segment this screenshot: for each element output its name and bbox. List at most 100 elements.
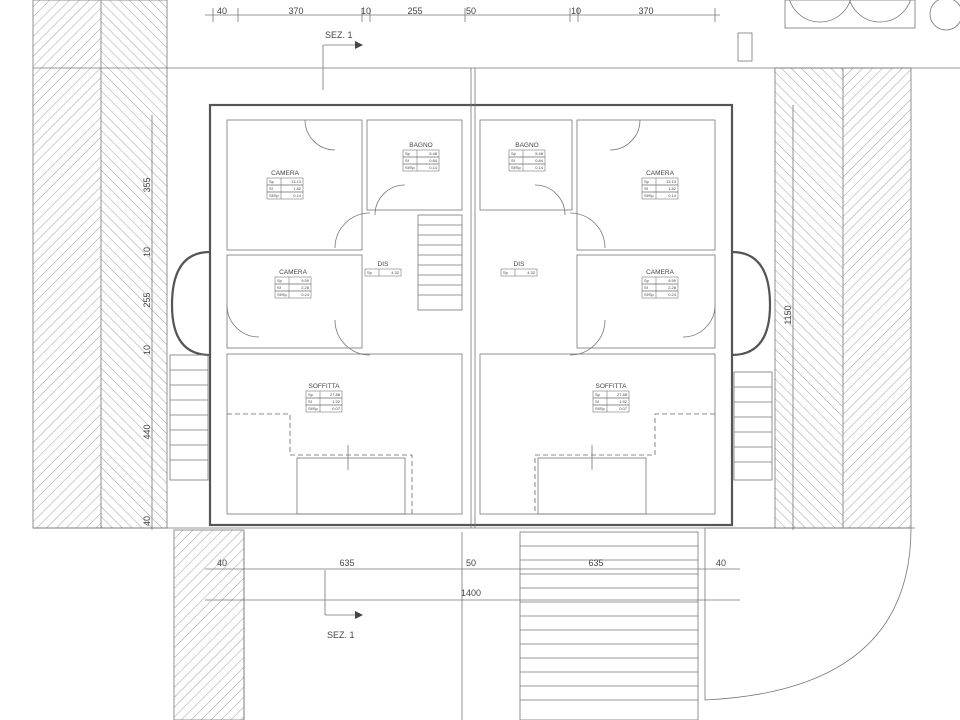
surface-key: Sp [644, 278, 650, 283]
surface-key: Sp [405, 151, 411, 156]
surface-value: 5.48 [429, 151, 438, 156]
dim-label: 635 [588, 558, 603, 568]
surface-value: 0.07 [332, 406, 341, 411]
surface-table-row [305, 404, 343, 413]
surface-value: 1.82 [668, 186, 677, 191]
top-right-circles [737, 0, 960, 62]
surface-value: 0.84 [429, 158, 438, 163]
surface-table-row [500, 268, 538, 277]
surface-value: 0.84 [535, 158, 544, 163]
surface-table-row [364, 268, 402, 277]
surface-value: 9.59 [301, 278, 310, 283]
surface-key: Sf/Sp [644, 292, 655, 297]
outdoor-steps-left [169, 354, 209, 481]
surface-value: 1.92 [619, 399, 628, 404]
surface-key: Sp [595, 392, 601, 397]
surface-key: Sp [308, 392, 314, 397]
dim-label: 255 [142, 292, 152, 307]
dim-label: 1150 [783, 305, 793, 324]
surface-table-row [508, 163, 546, 172]
surface-key: Sf [644, 186, 649, 191]
dim-label: 40 [716, 558, 726, 568]
room-name: CAMERA [646, 269, 674, 276]
surface-table-row [641, 191, 679, 200]
dim-label: 10 [142, 345, 152, 355]
surface-value: 13.13 [666, 179, 677, 184]
surface-key: Sp [277, 278, 283, 283]
surface-value: 2.28 [301, 285, 310, 290]
dim-label: 10 [571, 6, 581, 16]
total-width-label: 1400 [461, 588, 481, 598]
surface-value: 27.88 [617, 392, 628, 397]
surface-value: 9.59 [668, 278, 677, 283]
surface-value: 0.07 [619, 406, 628, 411]
surface-value: 0.14 [429, 165, 438, 170]
surface-value: 0.14 [293, 193, 302, 198]
surface-value: 0.24 [301, 292, 310, 297]
surface-key: Sf/Sp [644, 193, 655, 198]
surface-table-row [641, 290, 679, 299]
surface-key: Sp [367, 270, 373, 275]
dim-label: 50 [466, 6, 476, 16]
dim-label: 440 [142, 424, 152, 439]
right-hatched-strip [704, 67, 912, 701]
surface-key: Sf/Sp [405, 165, 416, 170]
surface-key: Sp [269, 179, 275, 184]
room-name: CAMERA [271, 170, 299, 177]
surface-value: 0.14 [535, 165, 544, 170]
room-name: CAMERA [279, 269, 307, 276]
dim-label: 10 [361, 6, 371, 16]
dim-label: 40 [142, 516, 152, 526]
dim-label: 255 [407, 6, 422, 16]
surface-value: 5.48 [535, 151, 544, 156]
surface-key: Sf [405, 158, 410, 163]
surface-key: Sp [511, 151, 517, 156]
section-marker-bottom: SEZ. 1 [324, 570, 363, 640]
dim-label: 40 [217, 558, 227, 568]
surface-key: Sf [595, 399, 600, 404]
room-dis: DIS Sp 4.32 [364, 261, 402, 277]
room-name: CAMERA [646, 170, 674, 177]
top-dimensions: 40 370 10 255 50 10 370 [217, 6, 654, 16]
surface-key: Sf/Sp [595, 406, 606, 411]
surface-table-row [592, 404, 630, 413]
dim-label: 370 [638, 6, 653, 16]
surface-key: Sf [277, 285, 282, 290]
dimension-lines [151, 8, 794, 601]
surface-value: 27.88 [330, 392, 341, 397]
outdoor-steps-right [733, 371, 773, 481]
room-name: BAGNO [515, 142, 538, 149]
section-label: SEZ. 1 [325, 30, 353, 40]
section-marker-top: SEZ. 1 [322, 30, 363, 90]
room-name: DIS [378, 261, 390, 268]
surface-value: 2.28 [668, 285, 677, 290]
room-name: SOFFITTA [309, 383, 341, 390]
surface-key: Sf [308, 399, 313, 404]
room-name: DIS [514, 261, 526, 268]
surface-key: Sf [511, 158, 516, 163]
building [170, 68, 772, 528]
outdoor-steps-bottom [519, 531, 699, 720]
surface-key: Sp [644, 179, 650, 184]
surface-key: Sf/Sp [277, 292, 288, 297]
surface-value: 4.32 [391, 270, 400, 275]
surface-key: Sf/Sp [269, 193, 280, 198]
dim-label: 40 [217, 6, 227, 16]
left-dimensions: 355 10 255 10 440 40 [142, 177, 152, 526]
surface-table-row [274, 290, 312, 299]
surface-key: Sf [644, 285, 649, 290]
surface-key: Sf/Sp [511, 165, 522, 170]
surface-value: 13.13 [291, 179, 302, 184]
right-dimensions: 1150 [783, 305, 793, 324]
dim-label: 635 [339, 558, 354, 568]
surface-value: 4.32 [527, 270, 536, 275]
left-hatched-strip [32, 0, 168, 529]
